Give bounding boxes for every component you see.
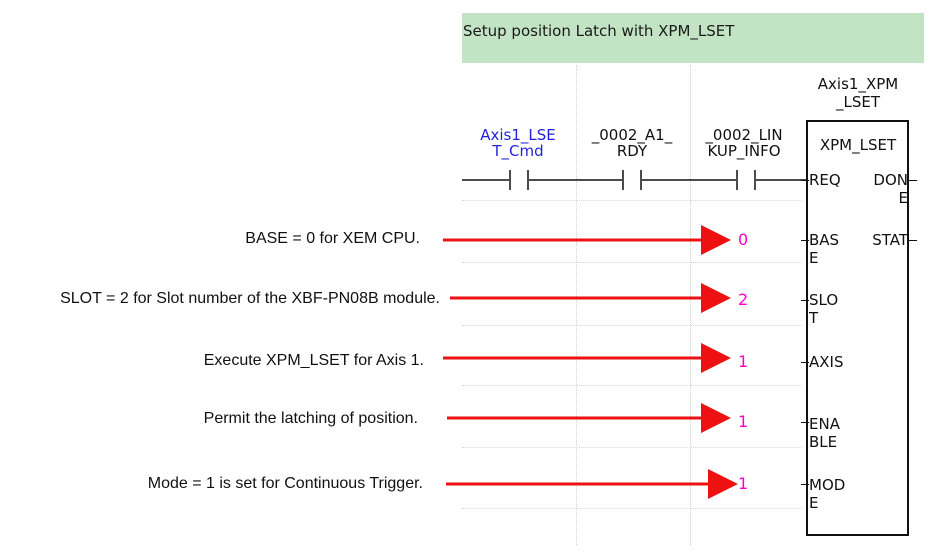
pin-stub	[907, 240, 917, 241]
pin-stub	[801, 422, 809, 423]
contact-label-linkup-info[interactable]: _0002_LIN KUP_INFO	[705, 126, 783, 160]
value-axis[interactable]: 1	[738, 352, 749, 371]
pin-req: REQ	[809, 171, 841, 189]
pin-stub	[801, 362, 809, 363]
rung-comment-banner	[462, 13, 924, 63]
grid-line	[462, 508, 802, 509]
pin-enable: ENA BLE	[809, 415, 840, 451]
value-mode[interactable]: 1	[738, 474, 749, 493]
contact-symbol[interactable]	[509, 169, 529, 191]
annotation-base: BASE = 0 for XEM CPU.	[245, 230, 420, 247]
function-block[interactable]	[806, 120, 909, 536]
grid-line	[462, 200, 802, 201]
annotation-enable: Permit the latching of position.	[203, 410, 418, 427]
pin-axis: AXIS	[809, 353, 844, 371]
grid-line	[462, 385, 802, 386]
value-base[interactable]: 0	[738, 230, 749, 249]
annotation-slot: SLOT = 2 for Slot number of the XBF-PN08…	[60, 290, 440, 307]
contact-symbol[interactable]	[622, 169, 642, 191]
contact-label-lset-cmd[interactable]: Axis1_LSE T_Cmd	[480, 126, 556, 160]
rung-wire	[462, 169, 810, 191]
pin-base: BAS E	[809, 231, 840, 267]
pin-stub	[801, 484, 809, 485]
grid-line	[462, 262, 802, 263]
pin-slot: SLO T	[809, 291, 839, 327]
grid-line	[462, 325, 802, 326]
grid-line	[462, 447, 802, 448]
pin-mode: MOD E	[809, 476, 846, 512]
grid-line	[690, 65, 691, 545]
grid-line	[576, 65, 577, 545]
pin-stub	[801, 180, 809, 181]
contact-label-a1-rdy[interactable]: _0002_A1_ RDY	[591, 126, 673, 160]
annotation-mode: Mode = 1 is set for Continuous Trigger.	[147, 475, 423, 492]
pin-stat: STAT	[872, 231, 908, 249]
pin-done: DON E	[873, 171, 908, 207]
value-enable[interactable]: 1	[738, 412, 749, 431]
rung-comment-text: Setup position Latch with XPM_LSET	[463, 22, 735, 40]
pin-stub	[801, 240, 809, 241]
pin-stub	[907, 180, 917, 181]
pin-stub	[801, 300, 809, 301]
annotation-axis: Execute XPM_LSET for Axis 1.	[203, 352, 424, 369]
value-slot[interactable]: 2	[738, 290, 749, 309]
contact-symbol[interactable]	[736, 169, 756, 191]
fb-instance-name[interactable]: Axis1_XPM _LSET	[817, 75, 899, 111]
fb-type-name: XPM_LSET	[819, 136, 897, 154]
